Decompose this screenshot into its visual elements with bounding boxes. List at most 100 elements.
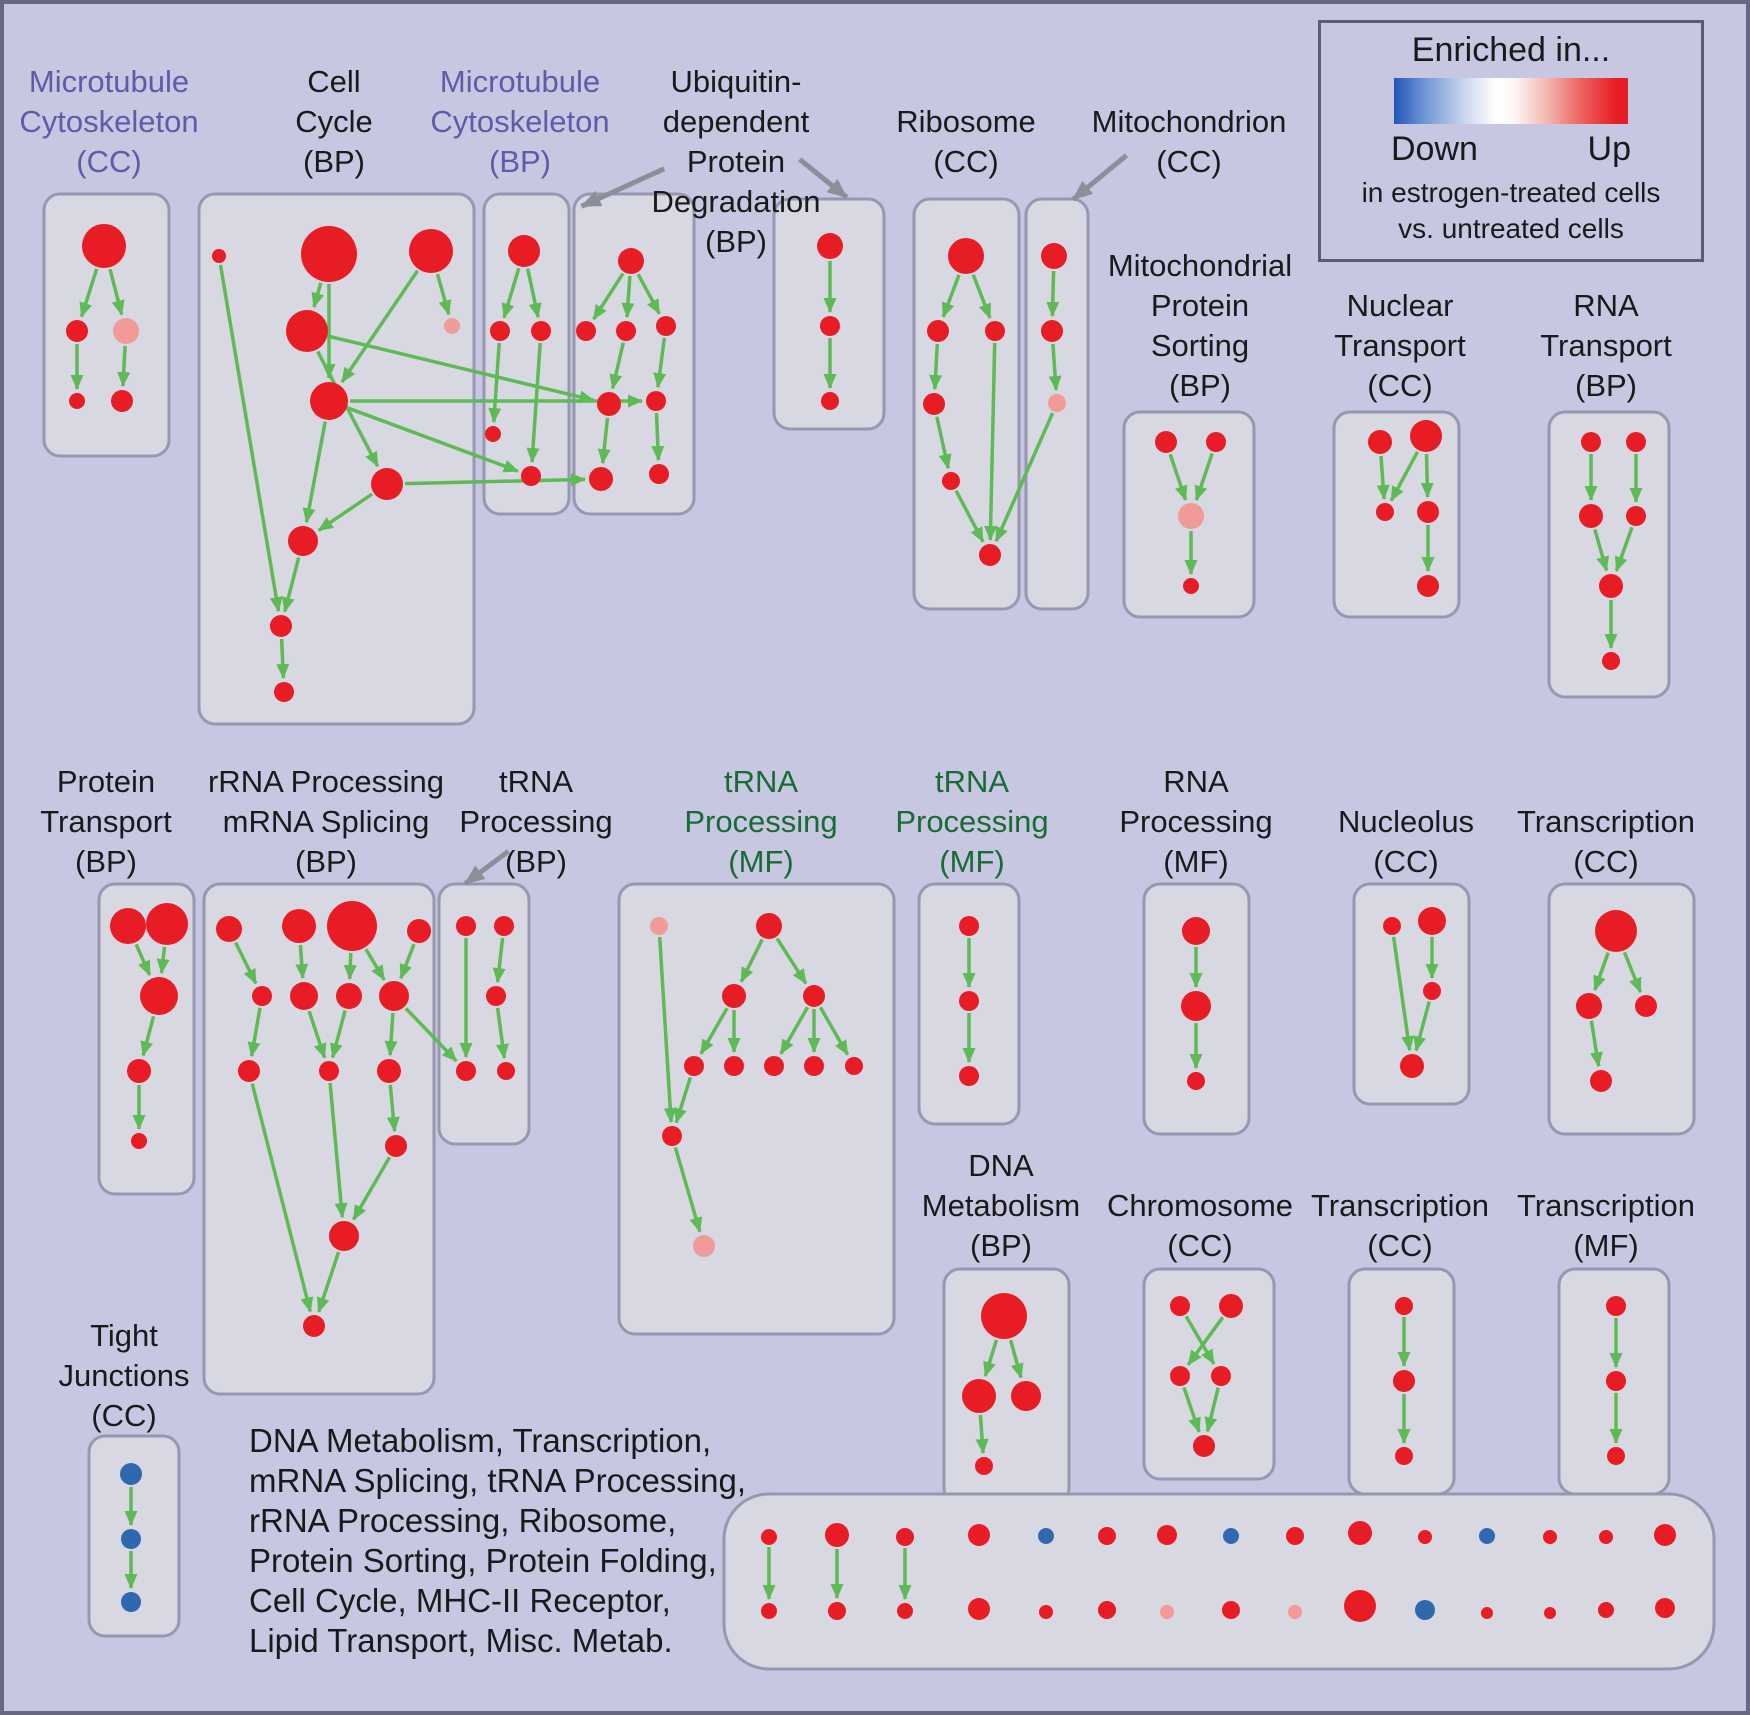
graph-node-red	[490, 321, 510, 341]
graph-edge	[929, 343, 943, 390]
graph-node-red	[1599, 1530, 1613, 1544]
graph-node-red	[301, 226, 357, 282]
graph-node-red	[618, 248, 644, 274]
graph-node-red	[1606, 1296, 1626, 1316]
graph-node-red	[1654, 1524, 1676, 1546]
graph-edge	[1420, 453, 1434, 498]
cross-cluster-edge	[328, 334, 595, 404]
legend-scale-labels: Down Up	[1321, 130, 1701, 169]
graph-edge	[1046, 270, 1060, 317]
graph-node-red	[975, 1457, 993, 1475]
graph-node-pink	[1048, 394, 1066, 412]
graph-node-red	[1206, 432, 1226, 452]
graph-edge	[1204, 1387, 1220, 1433]
graph-node-red	[274, 682, 294, 702]
graph-edge	[386, 1084, 400, 1133]
graph-node-red	[131, 1133, 147, 1149]
graph-node-red	[486, 986, 506, 1006]
graph-edge	[316, 350, 380, 468]
graph-node-blue	[1415, 1600, 1435, 1620]
graph-node-red	[649, 464, 669, 484]
graph-node-red	[456, 916, 476, 936]
graph-node-red	[761, 1529, 777, 1545]
graph-edge	[247, 1007, 262, 1058]
graph-edge	[779, 1006, 810, 1055]
graph-edge	[329, 1010, 347, 1059]
graph-edge	[1048, 343, 1062, 391]
graph-node-red	[1155, 431, 1177, 453]
graph-node-red	[1193, 1435, 1215, 1457]
graph-node-red	[820, 316, 840, 336]
cluster-box-microtubule-bp	[482, 192, 571, 516]
graph-edge	[1614, 526, 1634, 572]
graph-node-red	[968, 1598, 990, 1620]
graph-node-red	[1417, 501, 1439, 523]
legend-down-label: Down	[1391, 130, 1478, 168]
graph-edge	[250, 1083, 314, 1313]
graph-node-red	[761, 1603, 777, 1619]
graph-node-red	[845, 1057, 863, 1075]
graph-node-red	[923, 393, 945, 415]
graph-node-red	[1602, 652, 1620, 670]
graph-edge	[316, 1251, 341, 1313]
graph-node-red	[959, 1066, 979, 1086]
graph-node-red	[979, 544, 1001, 566]
graph-node-red	[290, 982, 318, 1010]
graph-node-red	[825, 1523, 849, 1547]
graph-node-red	[1157, 1525, 1177, 1545]
graph-edge	[592, 272, 625, 321]
graph-node-red	[1348, 1521, 1372, 1545]
graph-edge	[621, 275, 635, 318]
graph-node-red	[212, 249, 226, 263]
legend: Enriched in... Down Up in estrogen-treat…	[1318, 20, 1704, 262]
graph-node-blue	[1038, 1528, 1054, 1544]
graph-node-red	[1170, 1366, 1190, 1386]
label-transcription-cc-low: Transcription(CC)	[1311, 1188, 1489, 1263]
graph-node-red	[764, 1056, 784, 1076]
graph-edge	[295, 944, 309, 979]
label-transcription-cc-mid: Transcription(CC)	[1517, 804, 1695, 879]
graph-node-pink	[650, 917, 668, 935]
graph-edge	[983, 1339, 999, 1377]
graph-node-red	[1395, 1297, 1413, 1315]
graph-node-red	[1579, 504, 1603, 528]
graph-node-blue	[121, 1529, 141, 1549]
graph-node-red	[1417, 575, 1439, 597]
graph-edge	[384, 1012, 398, 1056]
graph-node-red	[1181, 991, 1211, 1021]
graph-node-red	[1395, 1447, 1413, 1465]
label-mitochondrion-cc: Mitochondrion(CC)	[1092, 104, 1287, 179]
graph-edge	[1186, 1316, 1225, 1366]
edges-layer	[70, 153, 1643, 1600]
graph-edge	[818, 1006, 850, 1056]
graph-edge	[657, 936, 677, 1123]
cross-cluster-edge	[994, 412, 1055, 543]
graph-edge	[1593, 952, 1610, 991]
graph-node-red	[1039, 1605, 1053, 1619]
graph-node-red	[1607, 1447, 1625, 1465]
graph-node-red	[385, 1135, 407, 1157]
cross-cluster-edge	[348, 406, 519, 473]
nodes-layer	[66, 224, 1676, 1622]
cross-cluster-edge	[404, 473, 586, 487]
graph-node-pink	[1160, 1605, 1174, 1619]
graph-node-red	[959, 991, 979, 1011]
label-transcription-mf: Transcription(MF)	[1517, 1188, 1695, 1263]
graph-node-red	[1182, 917, 1210, 945]
graph-edge	[117, 345, 131, 387]
cluster-box-trna-mf-large	[617, 882, 896, 1336]
graph-node-red	[662, 1126, 682, 1146]
graph-node-red	[985, 321, 1005, 341]
graph-node-red	[896, 1528, 914, 1546]
graph-node-pink	[1288, 1605, 1302, 1619]
cluster-box-rrna-mrna	[202, 882, 436, 1396]
graph-node-red	[146, 903, 188, 945]
graph-node-red	[962, 1379, 996, 1413]
graph-node-red	[371, 468, 403, 500]
